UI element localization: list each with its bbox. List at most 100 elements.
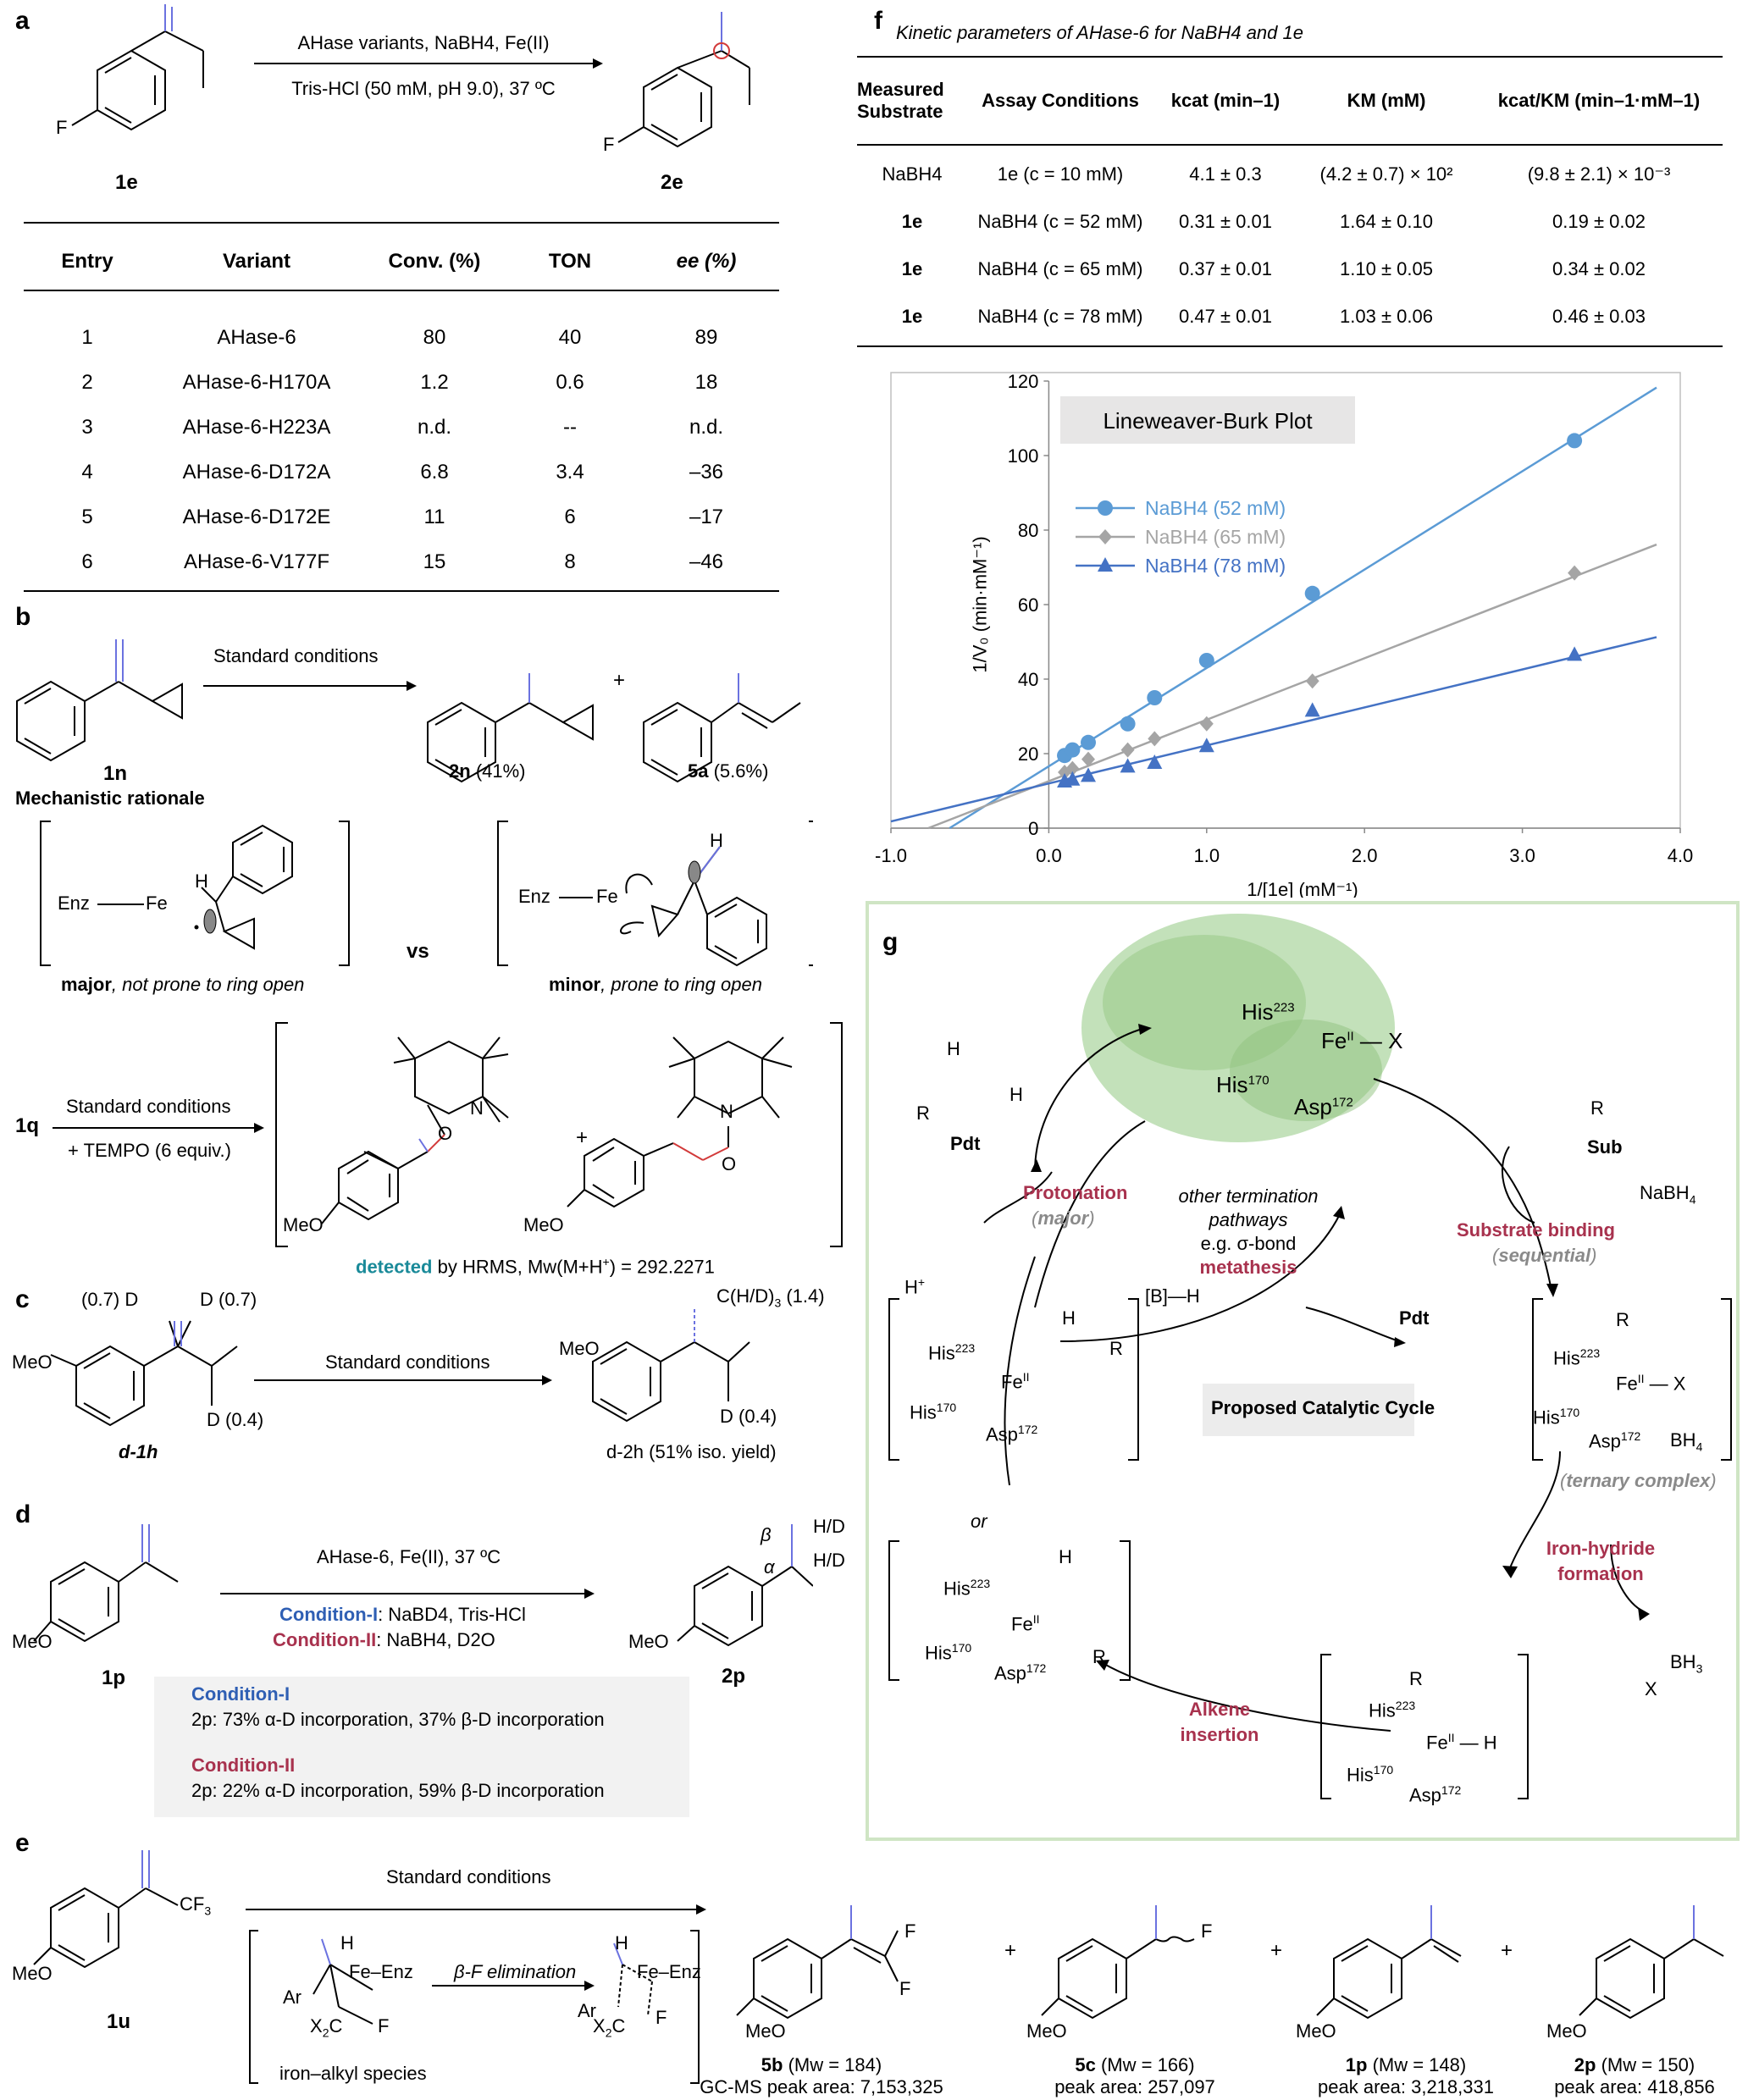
c-conditions: Standard conditions [325, 1351, 490, 1373]
g-other-1: other termination [1178, 1185, 1319, 1207]
atom-f-1: F [56, 117, 67, 138]
chart-title: Lineweaver-Burk Plot [1103, 408, 1313, 434]
g-x-bh3: X [1645, 1678, 1657, 1699]
data-point [1198, 738, 1214, 753]
panel-d-scheme [33, 1524, 813, 1647]
d-box-line1: 2p: 73% α-D incorporation, 37% β-D incor… [191, 1709, 605, 1730]
plus-b: + [613, 669, 626, 692]
panel-b-label: b [15, 603, 31, 631]
g-nabh4: NaBH4 [1640, 1182, 1696, 1207]
x-tick-label: -1.0 [875, 845, 907, 866]
g-bh3: BH3 [1670, 1651, 1703, 1676]
substrate-1e-structure [71, 30, 204, 131]
g-hplus: H+ [904, 1275, 926, 1298]
e-f-5b-2: F [899, 1978, 911, 1999]
e-box-fe1: Fe–Enz [349, 1961, 413, 1982]
g-h-his170: His170 [1347, 1763, 1394, 1786]
c-meo-1: MeO [12, 1351, 53, 1373]
y-tick-label: 100 [1008, 445, 1039, 467]
g-c2-h: H [1059, 1546, 1072, 1567]
product-label-2e: 2e [661, 171, 683, 194]
legend-marker [1098, 529, 1112, 544]
x-tick-label: 2.0 [1352, 845, 1378, 866]
x-tick-label: 1.0 [1194, 845, 1220, 866]
e-box-f1: F [378, 2015, 390, 2036]
fit-line-2 [890, 636, 1657, 823]
g-cycle-title: Proposed Catalytic Cycle [1211, 1397, 1435, 1418]
panel-c-scheme [50, 1308, 750, 1427]
panel-b-scheme [16, 639, 813, 967]
panel-f-caption: Kinetic parameters of AHase-6 for NaBH4 … [896, 22, 1303, 43]
tempo-meo-2: MeO [523, 1214, 564, 1235]
g-t-his223: His223 [1553, 1346, 1601, 1369]
plus-e-2: + [1270, 1939, 1283, 1962]
col-kcat-km: kcat/KM (min–1·mM–1) [1497, 90, 1701, 111]
col-measured-substrate: Measured Substrate [857, 79, 944, 122]
enz-minor: Enz [518, 886, 550, 907]
g-pdt-top: Pdt [950, 1133, 981, 1154]
substrate-label-1e: 1e [115, 171, 138, 194]
g-center-his223: His223 [1242, 999, 1295, 1025]
col-kcat: kcat (min–1) [1170, 90, 1281, 111]
panel-a-conditions: Tris-HCl (50 mM, pH 9.0), 37 ºC [291, 78, 556, 99]
col-assay-conditions: Assay Conditions [982, 90, 1139, 111]
fit-line-1 [927, 543, 1657, 830]
e-cf3: CF3 [180, 1893, 212, 1918]
table-a-bottom-rule [24, 590, 779, 592]
y-axis-title: 1/V₀ (min·mM⁻¹) [969, 536, 990, 672]
g-c1-asp172: Asp172 [986, 1423, 1038, 1445]
g-other-2: pathways [1209, 1209, 1288, 1230]
g-c1-fe: FeII [1001, 1370, 1030, 1393]
major-caption: major, not prone to ring open [61, 974, 305, 995]
data-point [1120, 758, 1136, 773]
d-beta: β [761, 1524, 772, 1545]
g-iron-hydride-1: Iron-hydride [1546, 1538, 1656, 1559]
variant-table: Entry Variant Conv. (%) TON ee (%) [24, 239, 779, 285]
e-box-f2: F [656, 2007, 667, 2028]
g-center-fe: FeII — X [1321, 1028, 1403, 1053]
x-axis-title: 1/[1e] (mM⁻¹) [1247, 879, 1358, 898]
g-t-asp172: Asp172 [1589, 1429, 1641, 1452]
c-substrate: d-1h [119, 1441, 158, 1462]
tempo-o-2: O [722, 1153, 737, 1174]
data-point [1058, 765, 1072, 780]
e-box-ar1: Ar [283, 1987, 301, 2008]
variant-table-header: Entry Variant Conv. (%) TON ee (%) [24, 239, 779, 285]
g-other-3: e.g. σ-bond [1200, 1233, 1297, 1254]
data-point [1304, 702, 1320, 717]
g-pdt-top-h2: H [1010, 1084, 1023, 1105]
c-product-top: C(H/D)3 (1.4) [716, 1285, 825, 1310]
g-ternary: (ternary complex) [1560, 1470, 1717, 1491]
panel-g-label: g [882, 928, 899, 956]
legend-label: NaBH4 (78 mM) [1145, 555, 1286, 577]
data-point [1147, 690, 1163, 705]
c-d-left: (0.7) D [81, 1289, 139, 1310]
g-t-his170: His170 [1533, 1406, 1580, 1429]
data-point [1120, 742, 1135, 758]
e-box-ar2: Ar [578, 2000, 596, 2021]
g-t-fe: FeII — X [1616, 1372, 1686, 1395]
g-alkene-1: Alkene [1188, 1699, 1251, 1720]
h-major: H [195, 870, 208, 892]
c-meo-2: MeO [559, 1338, 600, 1359]
col-ton: TON [548, 250, 592, 273]
e-meo-5c: MeO [1026, 2020, 1067, 2042]
d-meo-1: MeO [12, 1631, 53, 1652]
label-1q: 1q [15, 1114, 40, 1137]
tempo-scheme [53, 1022, 843, 1247]
label-1n: 1n [103, 762, 128, 785]
e-meo-5b: MeO [745, 2020, 786, 2042]
g-h-r: R [1409, 1668, 1423, 1689]
g-c2-r: R [1092, 1646, 1106, 1667]
d-hd-2: H/D [813, 1550, 845, 1571]
panel-a-reagents: AHase variants, NaBH4, Fe(II) [297, 32, 550, 53]
g-pdt-top-h1: H [947, 1038, 960, 1059]
tempo-n-1: N [470, 1097, 484, 1119]
g-major: (major) [1032, 1208, 1095, 1229]
g-h-asp172: Asp172 [1409, 1783, 1462, 1806]
c-d-bottom: D (0.4) [207, 1409, 264, 1430]
